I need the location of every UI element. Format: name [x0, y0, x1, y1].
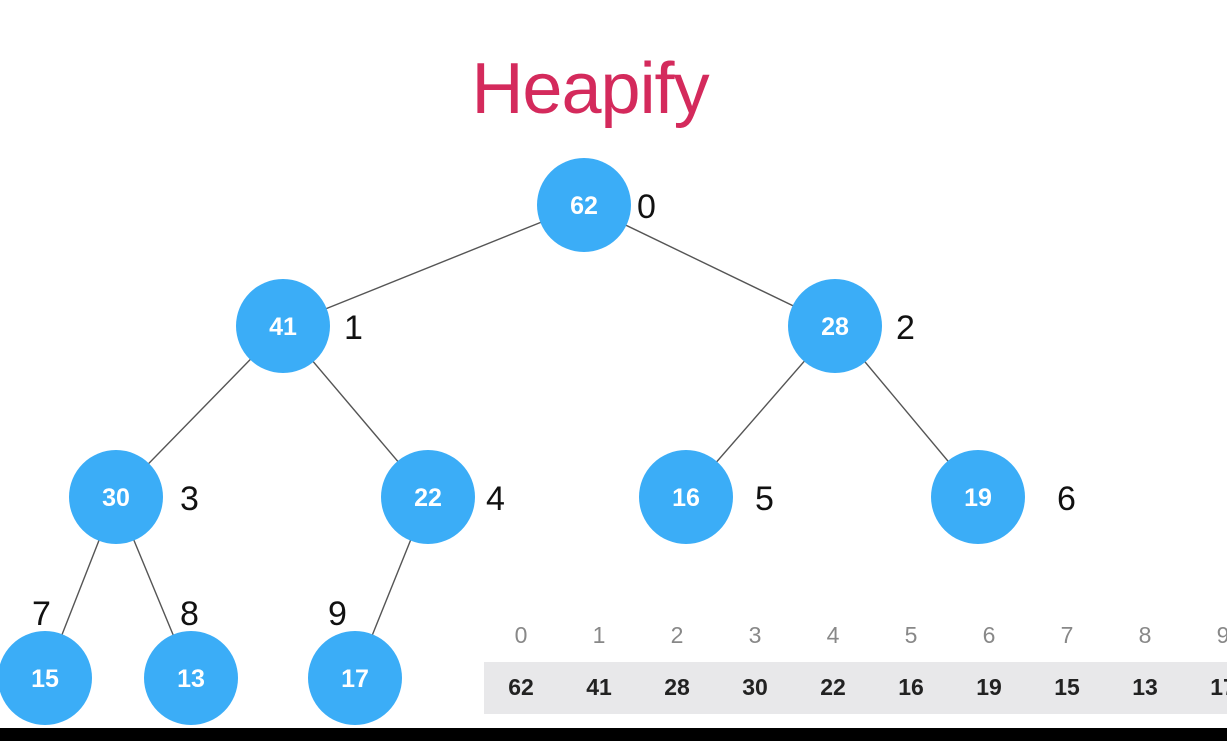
- array-value-cell: 16: [898, 674, 924, 700]
- tree-node-3: 30 3: [69, 450, 199, 544]
- tree-node-2: 28 2: [788, 279, 915, 373]
- tree-node-value: 30: [102, 484, 130, 512]
- tree-node-index-label: 5: [755, 480, 774, 518]
- tree-node-1: 41 1: [236, 279, 363, 373]
- tree-node-value: 17: [341, 665, 369, 693]
- tree-node-4: 22 4: [381, 450, 505, 544]
- tree-node-circle: [788, 279, 882, 373]
- tree-node-value: 15: [31, 665, 59, 693]
- array-index-label: 7: [1060, 622, 1074, 648]
- tree-node-value: 41: [269, 313, 297, 341]
- tree-node-circle: [236, 279, 330, 373]
- array-value-cell: 15: [1054, 674, 1080, 700]
- array-index-label: 1: [592, 622, 606, 648]
- tree-node-index-label: 0: [637, 188, 656, 226]
- tree-node-circle: [69, 450, 163, 544]
- tree-node-circle: [0, 631, 92, 725]
- array-value-cell: 30: [742, 674, 768, 700]
- tree-node-circle: [639, 450, 733, 544]
- tree-node-value: 28: [821, 313, 849, 341]
- array-index-label: 9: [1216, 622, 1227, 648]
- array-index-label: 3: [748, 622, 762, 648]
- tree-node-index-label: 7: [32, 595, 51, 633]
- array-value-cell: 13: [1132, 674, 1158, 700]
- tree-node-0: 62 0: [537, 158, 656, 252]
- array-index-label: 5: [904, 622, 918, 648]
- tree-node-index-label: 8: [180, 595, 199, 633]
- array-value-cell: 41: [586, 674, 612, 700]
- array-index-label: 8: [1138, 622, 1152, 648]
- tree-node-6: 19 6: [931, 450, 1076, 544]
- array-index-label: 4: [826, 622, 840, 648]
- array-index-label: 6: [982, 622, 996, 648]
- array-strip: [484, 662, 1227, 714]
- tree-node-7: 15 7: [0, 595, 92, 725]
- tree-node-value: 16: [672, 484, 700, 512]
- tree-node-value: 13: [177, 665, 205, 693]
- array-value-cell: 17: [1210, 674, 1227, 700]
- tree-node-8: 13 8: [144, 595, 238, 725]
- array-value-cell: 19: [976, 674, 1002, 700]
- tree-node-index-label: 1: [344, 309, 363, 347]
- tree-node-value: 62: [570, 192, 598, 220]
- tree-node-index-label: 9: [328, 595, 347, 633]
- tree-node-index-label: 4: [486, 480, 505, 518]
- tree-node-5: 16 5: [639, 450, 774, 544]
- slide-title: Heapify: [471, 49, 709, 129]
- array-value-cell: 62: [508, 674, 534, 700]
- array-index-label: 2: [670, 622, 684, 648]
- array-index-label: 0: [514, 622, 528, 648]
- tree-node-index-label: 3: [180, 480, 199, 518]
- tree-node-circle: [308, 631, 402, 725]
- tree-node-circle: [381, 450, 475, 544]
- array-value-cell: 22: [820, 674, 846, 700]
- bottom-bar: [0, 728, 1227, 741]
- tree-node-circle: [931, 450, 1025, 544]
- tree-node-index-label: 6: [1057, 480, 1076, 518]
- tree-node-circle: [537, 158, 631, 252]
- tree-node-value: 19: [964, 484, 992, 512]
- tree-node-index-label: 2: [896, 309, 915, 347]
- tree-node-circle: [144, 631, 238, 725]
- tree-edge-0-1: [282, 204, 585, 327]
- array-value-cell: 28: [664, 674, 690, 700]
- tree-node-9: 17 9: [308, 595, 402, 725]
- tree-node-value: 22: [414, 484, 442, 512]
